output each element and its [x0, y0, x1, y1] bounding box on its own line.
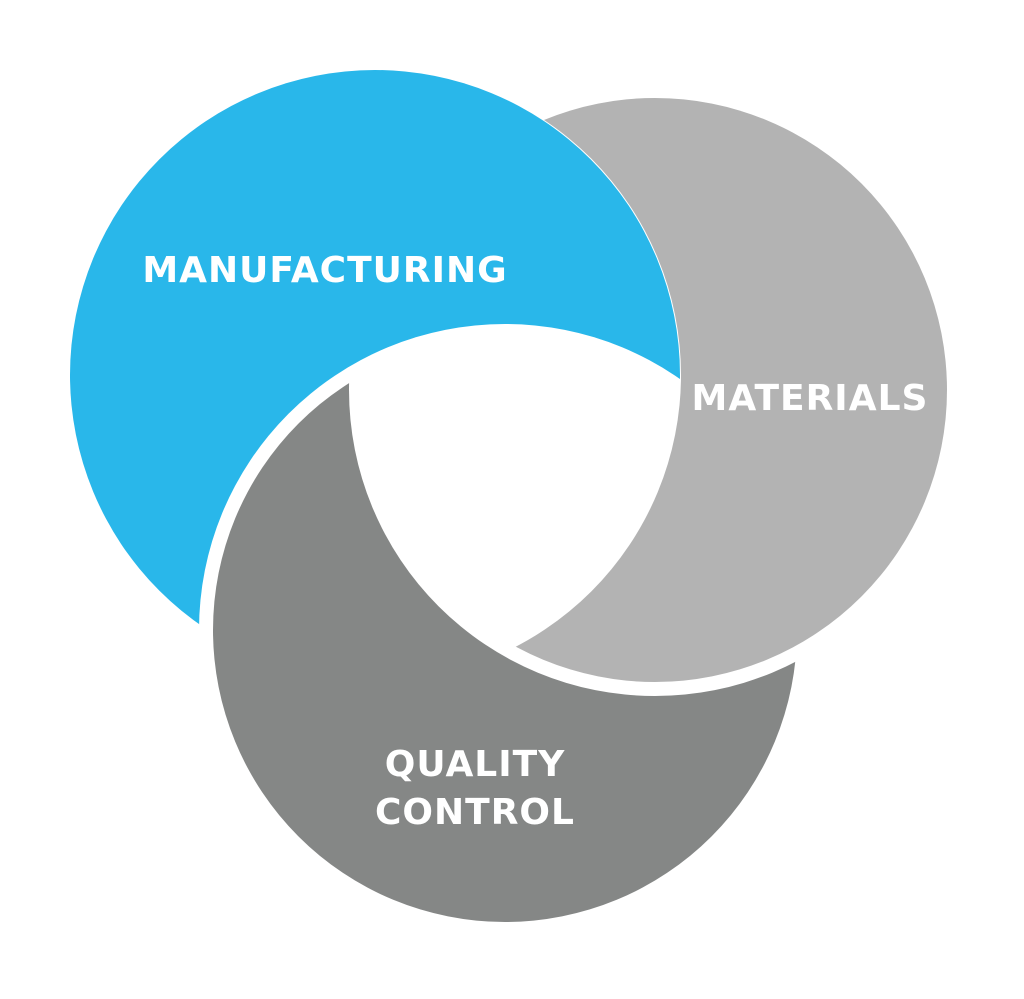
quality-control-label-line-1: QUALITY: [385, 744, 566, 785]
materials-label: MATERIALS: [692, 378, 929, 419]
quality-control-segment: [213, 338, 797, 922]
manufacturing-label: MANUFACTURING: [142, 250, 507, 291]
quality-control-label-line-2: CONTROL: [375, 792, 575, 833]
